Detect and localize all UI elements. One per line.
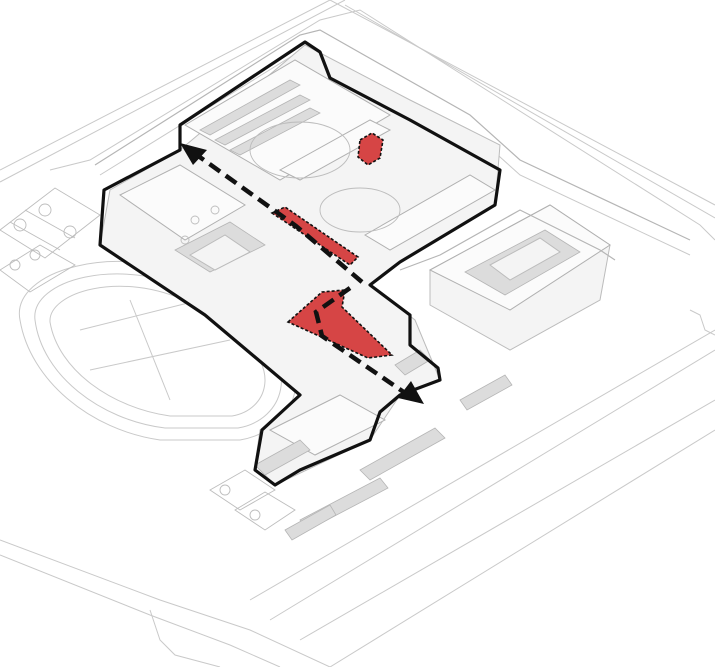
basketball-courts-west	[0, 187, 101, 293]
arrowhead-southeast	[398, 381, 424, 404]
basketball-courts-south	[209, 469, 296, 531]
route-to-southeast	[313, 286, 410, 397]
east-block-building	[399, 204, 616, 351]
circulation-arrows	[180, 143, 424, 404]
route-to-northwest	[188, 148, 364, 284]
project-boundary-outline	[98, 40, 502, 487]
south-connector	[286, 289, 394, 359]
parking-south	[284, 374, 513, 541]
arrowhead-northwest	[180, 143, 207, 165]
north-courtyard-wing	[357, 132, 384, 166]
